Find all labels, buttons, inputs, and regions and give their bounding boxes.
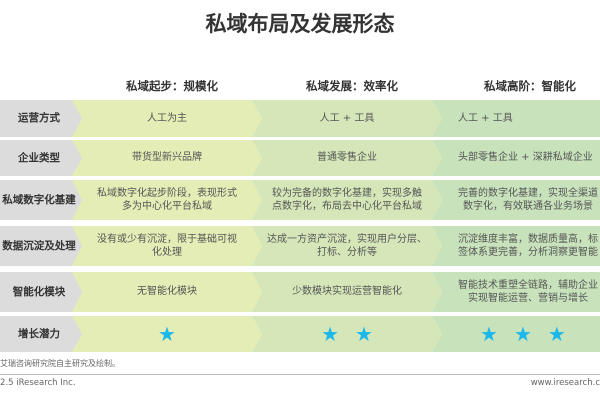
- cell-text: 带货型新兴品牌: [132, 152, 202, 164]
- row-label: 企业类型: [0, 140, 84, 176]
- table-row: 私域数字化基建私域数字化起步阶段，表现形式多为中心化平台私域较为完备的数字化基建…: [0, 180, 600, 220]
- cell-stage-3: 智能技术重塑全链路，辅助企业实现智能运营、营销与增长: [432, 272, 600, 312]
- cell-text: 完善的数字化基建，实现全渠道: [458, 187, 598, 199]
- cell-text: 人工 + 工具: [458, 112, 513, 124]
- cell-stage-1: 无智能化模块: [72, 272, 262, 312]
- column-header-stage-2: 私域发展：效率化: [306, 79, 398, 93]
- cell-text: 实现智能运营、营销与增长: [468, 293, 588, 304]
- source-note: 艾瑞咨询研究院自主研究及绘制。: [0, 359, 120, 368]
- table-row: 智能化模块 无智能化模块 少数模块实现运营智能化 智能技术重塑全链路，辅助企业实现智能…: [0, 272, 600, 312]
- cell-stage-2: 普通零售企业: [252, 140, 442, 176]
- copyright: 2.5 iResearch Inc.: [0, 378, 76, 388]
- star-icon: ★: [355, 321, 373, 346]
- cell-stage-2: ★★: [252, 316, 442, 352]
- column-header-stage-1: 私域起步：规模化: [126, 79, 218, 93]
- cell-stage-1: 带货型新兴品牌: [72, 140, 262, 176]
- cell-stage-1: 私域数字化起步阶段，表现形式多为中心化平台私域: [72, 180, 262, 220]
- row-label: 增长潜力: [0, 316, 84, 352]
- star-icon: ★: [321, 321, 339, 346]
- cell-stage-3: 头部零售企业 + 深耕私域企业: [432, 140, 600, 176]
- cell-text: 普通零售企业: [317, 152, 377, 164]
- cell-text: 点数字化，布局去中心化平台私域: [272, 201, 422, 212]
- cell-stage-1: ★: [72, 316, 262, 352]
- cell-stage-1: 人工为主: [72, 100, 262, 137]
- table-row: 运营方式 人工为主 人工 + 工具 人工 + 工具: [0, 100, 600, 137]
- cell-stage-2: 较为完备的数字化基建，实现多触点数字化，布局去中心化平台私域: [252, 180, 442, 220]
- star-icon: ★: [158, 321, 176, 346]
- cell-text: 头部零售企业 + 深耕私域企业: [458, 152, 593, 164]
- cell-stage-3: 人工 + 工具: [432, 100, 600, 137]
- cell-text: 较为完备的数字化基建，实现多触: [272, 187, 422, 199]
- cell-stage-1: 没有或少有沉淀，限于基础可视化处理: [72, 226, 262, 266]
- row-label: 运营方式: [0, 100, 84, 137]
- cell-text: 智能技术重塑全链路，辅助企业: [458, 279, 598, 291]
- cell-text: 少数模块实现运营智能化: [292, 286, 402, 298]
- cell-stage-2: 达成一方资产沉淀，实现用户分层、打标、分析等: [252, 226, 442, 266]
- row-label: 智能化模块: [0, 272, 84, 312]
- cell-stage-2: 人工 + 工具: [252, 100, 442, 137]
- page-title: 私域布局及发展形态: [205, 12, 395, 36]
- footer-divider: [0, 374, 600, 375]
- cell-stage-3: 完善的数字化基建，实现全渠道数字化，有效联通各业务场景: [432, 180, 600, 220]
- cell-text: 人工 + 工具: [319, 112, 375, 124]
- star-icon: ★: [480, 321, 498, 346]
- star-icon: ★: [513, 321, 532, 346]
- website-link: www.iresearch.c: [530, 378, 600, 388]
- star-icon: ★: [547, 321, 566, 346]
- cell-stage-3: ★ ★ ★: [432, 316, 600, 352]
- cell-stage-2: 少数模块实现运营智能化: [252, 272, 442, 312]
- column-header-stage-3: 私域高阶：智能化: [484, 79, 576, 93]
- row-label: 数据沉淀及处理: [0, 226, 84, 266]
- cell-text: 多为中心化平台私域: [122, 201, 212, 212]
- table-row: 增长潜力★★★★★★: [0, 316, 600, 352]
- cell-text: 签体系更完善，分析洞察更智能: [458, 247, 598, 258]
- cell-text: 化处理: [152, 247, 182, 258]
- cell-text: 无智能化模块: [137, 286, 197, 298]
- table-row: 数据沉淀及处理没有或少有沉淀，限于基础可视化处理达成一方资产沉淀，实现用户分层、…: [0, 226, 600, 266]
- cell-text: 数字化，有效联通各业务场景: [463, 201, 593, 212]
- cell-text: 私域数字化起步阶段，表现形式: [97, 187, 237, 199]
- cell-text: 沉淀维度丰富，数据质量高，标: [458, 233, 598, 245]
- cell-text: 人工为主: [147, 112, 187, 124]
- cell-text: 达成一方资产沉淀，实现用户分层、: [267, 233, 427, 245]
- cell-text: 打标、分析等: [317, 247, 377, 258]
- table-row: 企业类型 带货型新兴品牌 普通零售企业 头部零售企业 + 深耕私域企业: [0, 140, 600, 176]
- cell-stage-3: 沉淀维度丰富，数据质量高，标签体系更完善，分析洞察更智能: [432, 226, 600, 266]
- cell-text: 没有或少有沉淀，限于基础可视: [97, 233, 237, 245]
- row-label: 私域数字化基建: [0, 180, 84, 220]
